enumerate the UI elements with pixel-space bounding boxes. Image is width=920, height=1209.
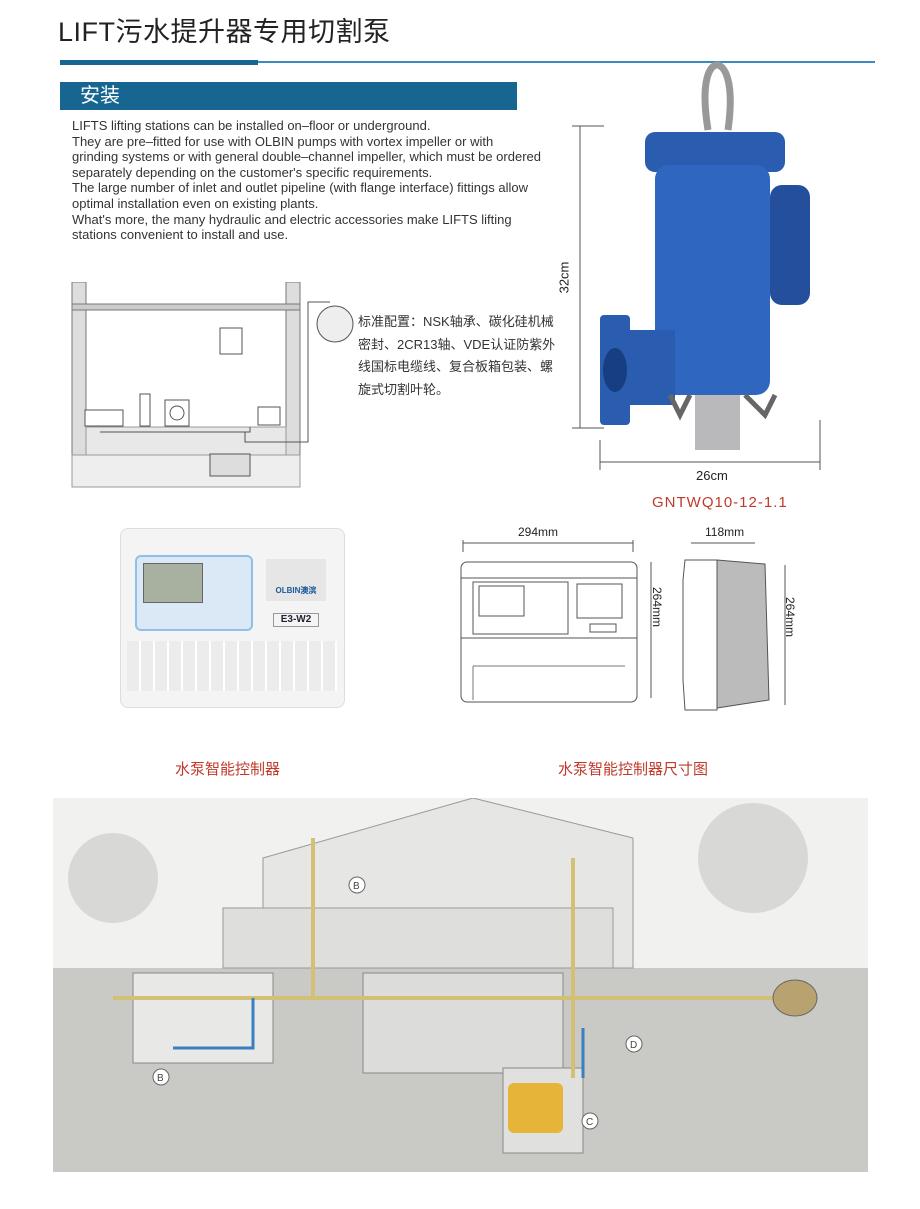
controller-photo: OLBIN澳滨 E3-W2 [120,528,345,708]
section-label: 安装 [80,85,120,107]
installation-section-drawing [71,282,354,488]
intro-text: LIFTS lifting stations can be installed … [72,118,542,243]
pump-model: GNTWQ10-12-1.1 [652,494,788,511]
intro-paragraph: LIFTS lifting stations can be installed … [72,118,431,133]
title-divider-thin [258,61,875,63]
marker-b-lower: B [157,1073,164,1084]
dim-width: 294mm [518,525,559,539]
intro-paragraph: They are pre–fitted for use with OLBIN p… [72,133,541,180]
intro-paragraph: What's more, the many hydraulic and elec… [72,211,512,243]
pump-image [572,61,821,470]
dim-height-front: 264mm [650,586,665,628]
controller-model: E3-W2 [273,613,319,627]
controller-vents [127,641,337,691]
dim-depth: 118mm [705,525,745,539]
dim-height-side: 264mm [783,596,798,638]
intro-paragraph: The large number of inlet and outlet pip… [72,180,528,211]
brand-logo: OLBIN澳滨 [266,559,326,601]
pump-width-label: 26cm [696,468,728,483]
pump-height-label: 32cm [556,261,572,294]
lcd-display [143,563,203,603]
marker-d: D [630,1040,637,1051]
house-installation-illustration: B B C D [53,798,868,1172]
page-title: LIFT污水提升器专用切割泵 [58,17,391,47]
controller-panel [135,555,253,631]
controller-dims-caption: 水泵智能控制器尺寸图 [558,761,709,778]
spec-text: 标准配置：NSK轴承、碳化硅机械密封、2CR13轴、VDE认证防紫外线国标电缆线… [358,314,556,397]
section-header: 安装 [60,82,517,110]
marker-c: C [586,1117,593,1128]
marker-b-upper: B [353,881,360,892]
controller-dimension-drawing [460,540,786,711]
title-divider-thick [60,60,258,65]
controller-caption: 水泵智能控制器 [175,761,281,778]
